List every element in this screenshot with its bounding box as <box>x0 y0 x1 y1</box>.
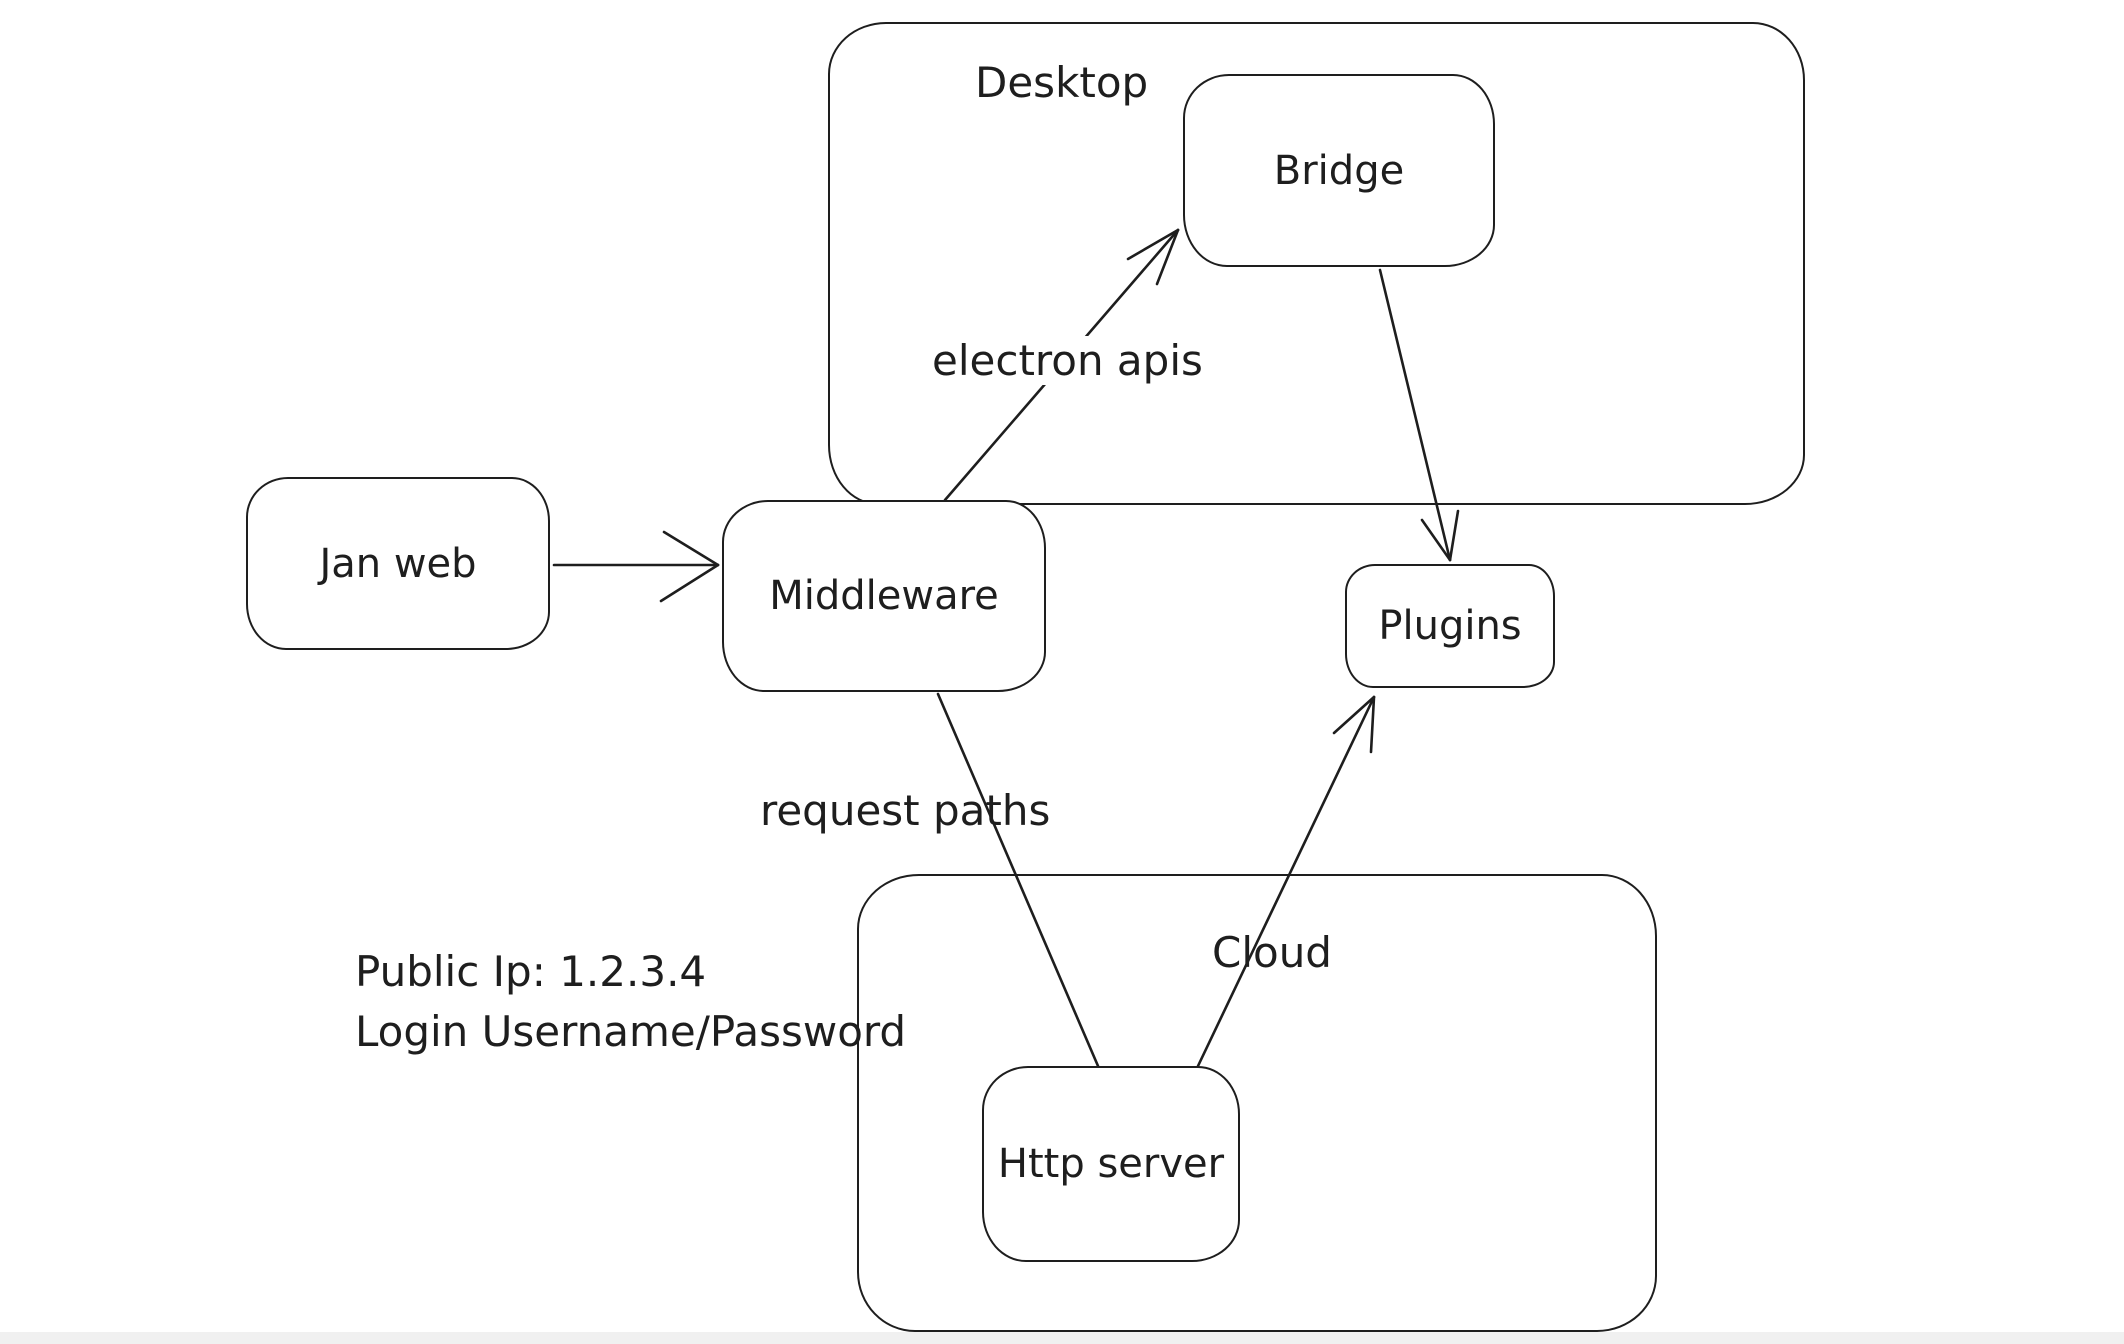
arrow-bridge-to-plugins[interactable] <box>1378 268 1460 562</box>
canvas-bottom-edge <box>0 1332 2124 1344</box>
annotation-public-ip: Public Ip: 1.2.3.4 <box>355 947 707 996</box>
node-plugins[interactable]: Plugins <box>1345 564 1555 688</box>
node-bridge[interactable]: Bridge <box>1183 74 1495 267</box>
arrow-http-server-to-plugins[interactable] <box>1196 695 1376 1068</box>
node-jan-web-label: Jan web <box>319 540 477 587</box>
line-middleware-to-http-server[interactable] <box>936 692 1100 1068</box>
annotation-login: Login Username/Password <box>355 1007 907 1056</box>
container-desktop-label[interactable]: Desktop <box>975 58 1149 107</box>
edge-label-electron-apis[interactable]: electron apis <box>928 336 1207 385</box>
node-middleware[interactable]: Middleware <box>722 500 1046 692</box>
container-cloud-label[interactable]: Cloud <box>1212 928 1332 977</box>
node-plugins-label: Plugins <box>1378 603 1522 649</box>
node-http-server[interactable]: Http server <box>982 1066 1240 1262</box>
node-middleware-label: Middleware <box>769 573 999 619</box>
edge-label-request-paths[interactable]: request paths <box>760 786 1051 835</box>
annotation-credentials[interactable]: Public Ip: 1.2.3.4 Login Username/Passwo… <box>355 942 906 1062</box>
arrow-jan-web-to-middleware[interactable] <box>552 530 720 603</box>
node-bridge-label: Bridge <box>1273 147 1405 194</box>
node-jan-web[interactable]: Jan web <box>246 477 550 650</box>
node-http-server-label: Http server <box>997 1141 1225 1187</box>
